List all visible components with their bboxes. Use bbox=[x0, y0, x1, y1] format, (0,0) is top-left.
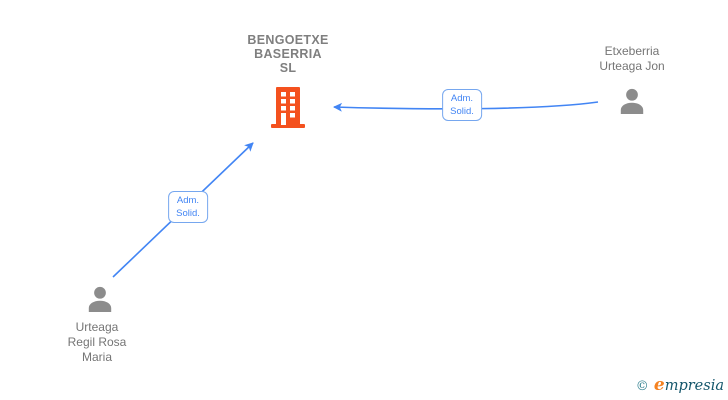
edge-label-line: Adm. bbox=[450, 93, 474, 104]
company-name: BENGOETXE BASERRIA SL bbox=[213, 33, 363, 75]
company-node[interactable] bbox=[269, 87, 307, 134]
edge-label-line: Adm. bbox=[176, 195, 200, 206]
edge-label-adm-solid-right[interactable]: Adm. Solid. bbox=[442, 89, 482, 121]
copyright-symbol: © bbox=[635, 379, 649, 394]
person-name-etxeberria: Etxeberria Urteaga Jon bbox=[557, 44, 707, 74]
empresia-logo[interactable]: © empresia bbox=[636, 375, 724, 395]
person-name-urteaga: Urteaga Regil Rosa Maria bbox=[22, 320, 172, 365]
person-icon bbox=[620, 88, 644, 114]
edge-label-line: Solid. bbox=[176, 208, 200, 219]
person-name-line: Urteaga Jon bbox=[599, 59, 665, 73]
person-name-line: Regil Rosa bbox=[67, 335, 127, 349]
person-name-line: Urteaga bbox=[75, 320, 119, 334]
company-name-line: BENGOETXE bbox=[247, 33, 329, 47]
person-icon bbox=[88, 286, 112, 312]
logo-text: mpresia bbox=[664, 378, 724, 394]
company-name-line: SL bbox=[279, 61, 297, 75]
logo-letter-e: e bbox=[653, 375, 665, 395]
person-node-urteaga[interactable] bbox=[84, 284, 116, 321]
building-icon bbox=[271, 87, 305, 128]
person-name-line: Etxeberria bbox=[604, 44, 660, 58]
edge-label-adm-solid-left[interactable]: Adm. Solid. bbox=[168, 191, 208, 223]
company-name-line: BASERRIA bbox=[254, 47, 322, 61]
person-name-line: Maria bbox=[81, 350, 112, 364]
person-node-etxeberria[interactable] bbox=[616, 86, 648, 123]
edge-label-line: Solid. bbox=[450, 106, 474, 117]
